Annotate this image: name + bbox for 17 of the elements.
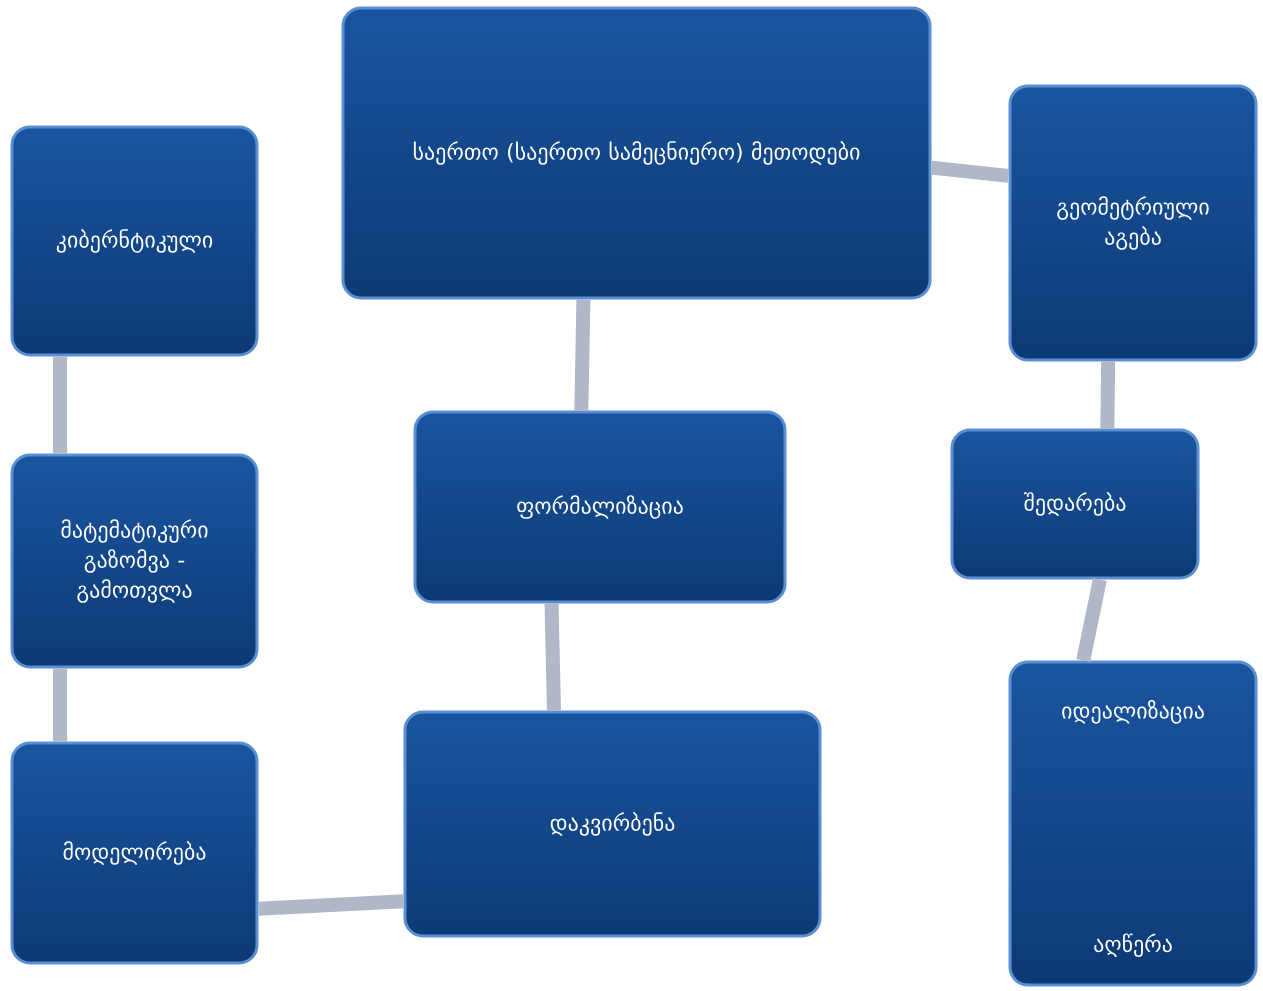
connector-line xyxy=(574,299,591,411)
process-box: დაკვირბენა xyxy=(403,710,822,938)
process-box: კიბერნტიკული xyxy=(10,125,259,357)
connector-line xyxy=(53,356,68,454)
connector-line xyxy=(544,603,561,711)
process-box: ფორმალიზაცია xyxy=(413,410,787,604)
process-box: მატემატიკური გაზომვა - გამოთვლა xyxy=(10,453,259,669)
process-box: გეომეტრიული აგება xyxy=(1008,84,1258,362)
process-box: იდეალიზაცია აღწერა xyxy=(1008,660,1258,987)
connector-line xyxy=(930,160,1010,183)
process-box: შედარება xyxy=(950,428,1200,580)
process-box: მოდელირება xyxy=(10,741,259,965)
connector-line xyxy=(1076,578,1107,662)
connector-line xyxy=(258,894,404,916)
process-box: საერთო (საერთო სამეცნიერო) მეთოდები xyxy=(341,6,932,300)
connector-line xyxy=(1100,361,1116,429)
connector-line xyxy=(53,668,68,742)
